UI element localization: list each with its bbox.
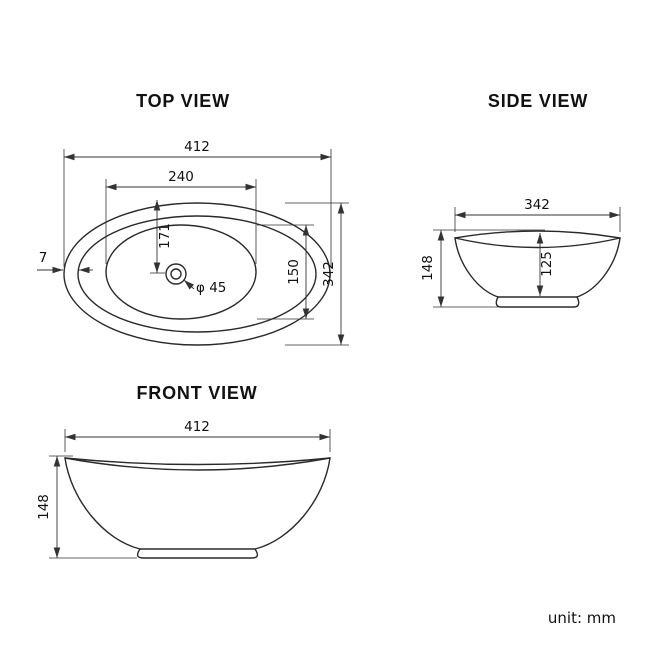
front-view-body bbox=[64, 457, 331, 550]
side-view-body bbox=[454, 237, 621, 298]
dim-label-side-342: 342 bbox=[524, 197, 550, 213]
top-view-basin-bottom bbox=[105, 224, 257, 320]
side-view-rim-top-edge bbox=[454, 230, 621, 239]
dim-label-top-240: 240 bbox=[168, 169, 194, 185]
dim-label-top-171: 171 bbox=[157, 223, 173, 249]
drain-leader-line bbox=[183, 279, 195, 290]
side-view: SIDE VIEW 342 148 125 bbox=[420, 91, 621, 308]
front-view-rim-top-edge bbox=[64, 457, 331, 466]
front-view: FRONT VIEW 412 148 bbox=[36, 383, 331, 559]
top-view-inner-rim bbox=[77, 215, 317, 333]
dim-label-side-125: 125 bbox=[539, 251, 555, 277]
front-view-rim-inner-edge bbox=[64, 457, 331, 471]
top-view-drain-outer bbox=[165, 263, 187, 285]
dim-label-side-148: 148 bbox=[420, 255, 436, 281]
top-view-drain-inner bbox=[170, 268, 182, 280]
front-view-base-foot bbox=[136, 548, 259, 559]
dim-label-top-150: 150 bbox=[286, 259, 302, 285]
dim-label-front-412: 412 bbox=[184, 419, 210, 435]
dim-label-drain-diameter: φ 45 bbox=[196, 280, 226, 296]
top-view-outer-rim bbox=[63, 202, 331, 346]
top-view-title: TOP VIEW bbox=[136, 91, 230, 111]
dim-label-top-412: 412 bbox=[184, 139, 210, 155]
dim-label-top-342: 342 bbox=[321, 261, 337, 287]
side-view-rim-inner-edge bbox=[454, 237, 621, 249]
front-view-title: FRONT VIEW bbox=[137, 383, 258, 403]
top-view: TOP VIEW 412 240 171 150 bbox=[37, 91, 349, 346]
dim-label-top-7: 7 bbox=[39, 250, 48, 266]
side-view-base-foot bbox=[495, 296, 580, 308]
dim-label-front-148: 148 bbox=[36, 494, 52, 520]
unit-label: unit: mm bbox=[548, 609, 616, 627]
side-view-title: SIDE VIEW bbox=[488, 91, 588, 111]
